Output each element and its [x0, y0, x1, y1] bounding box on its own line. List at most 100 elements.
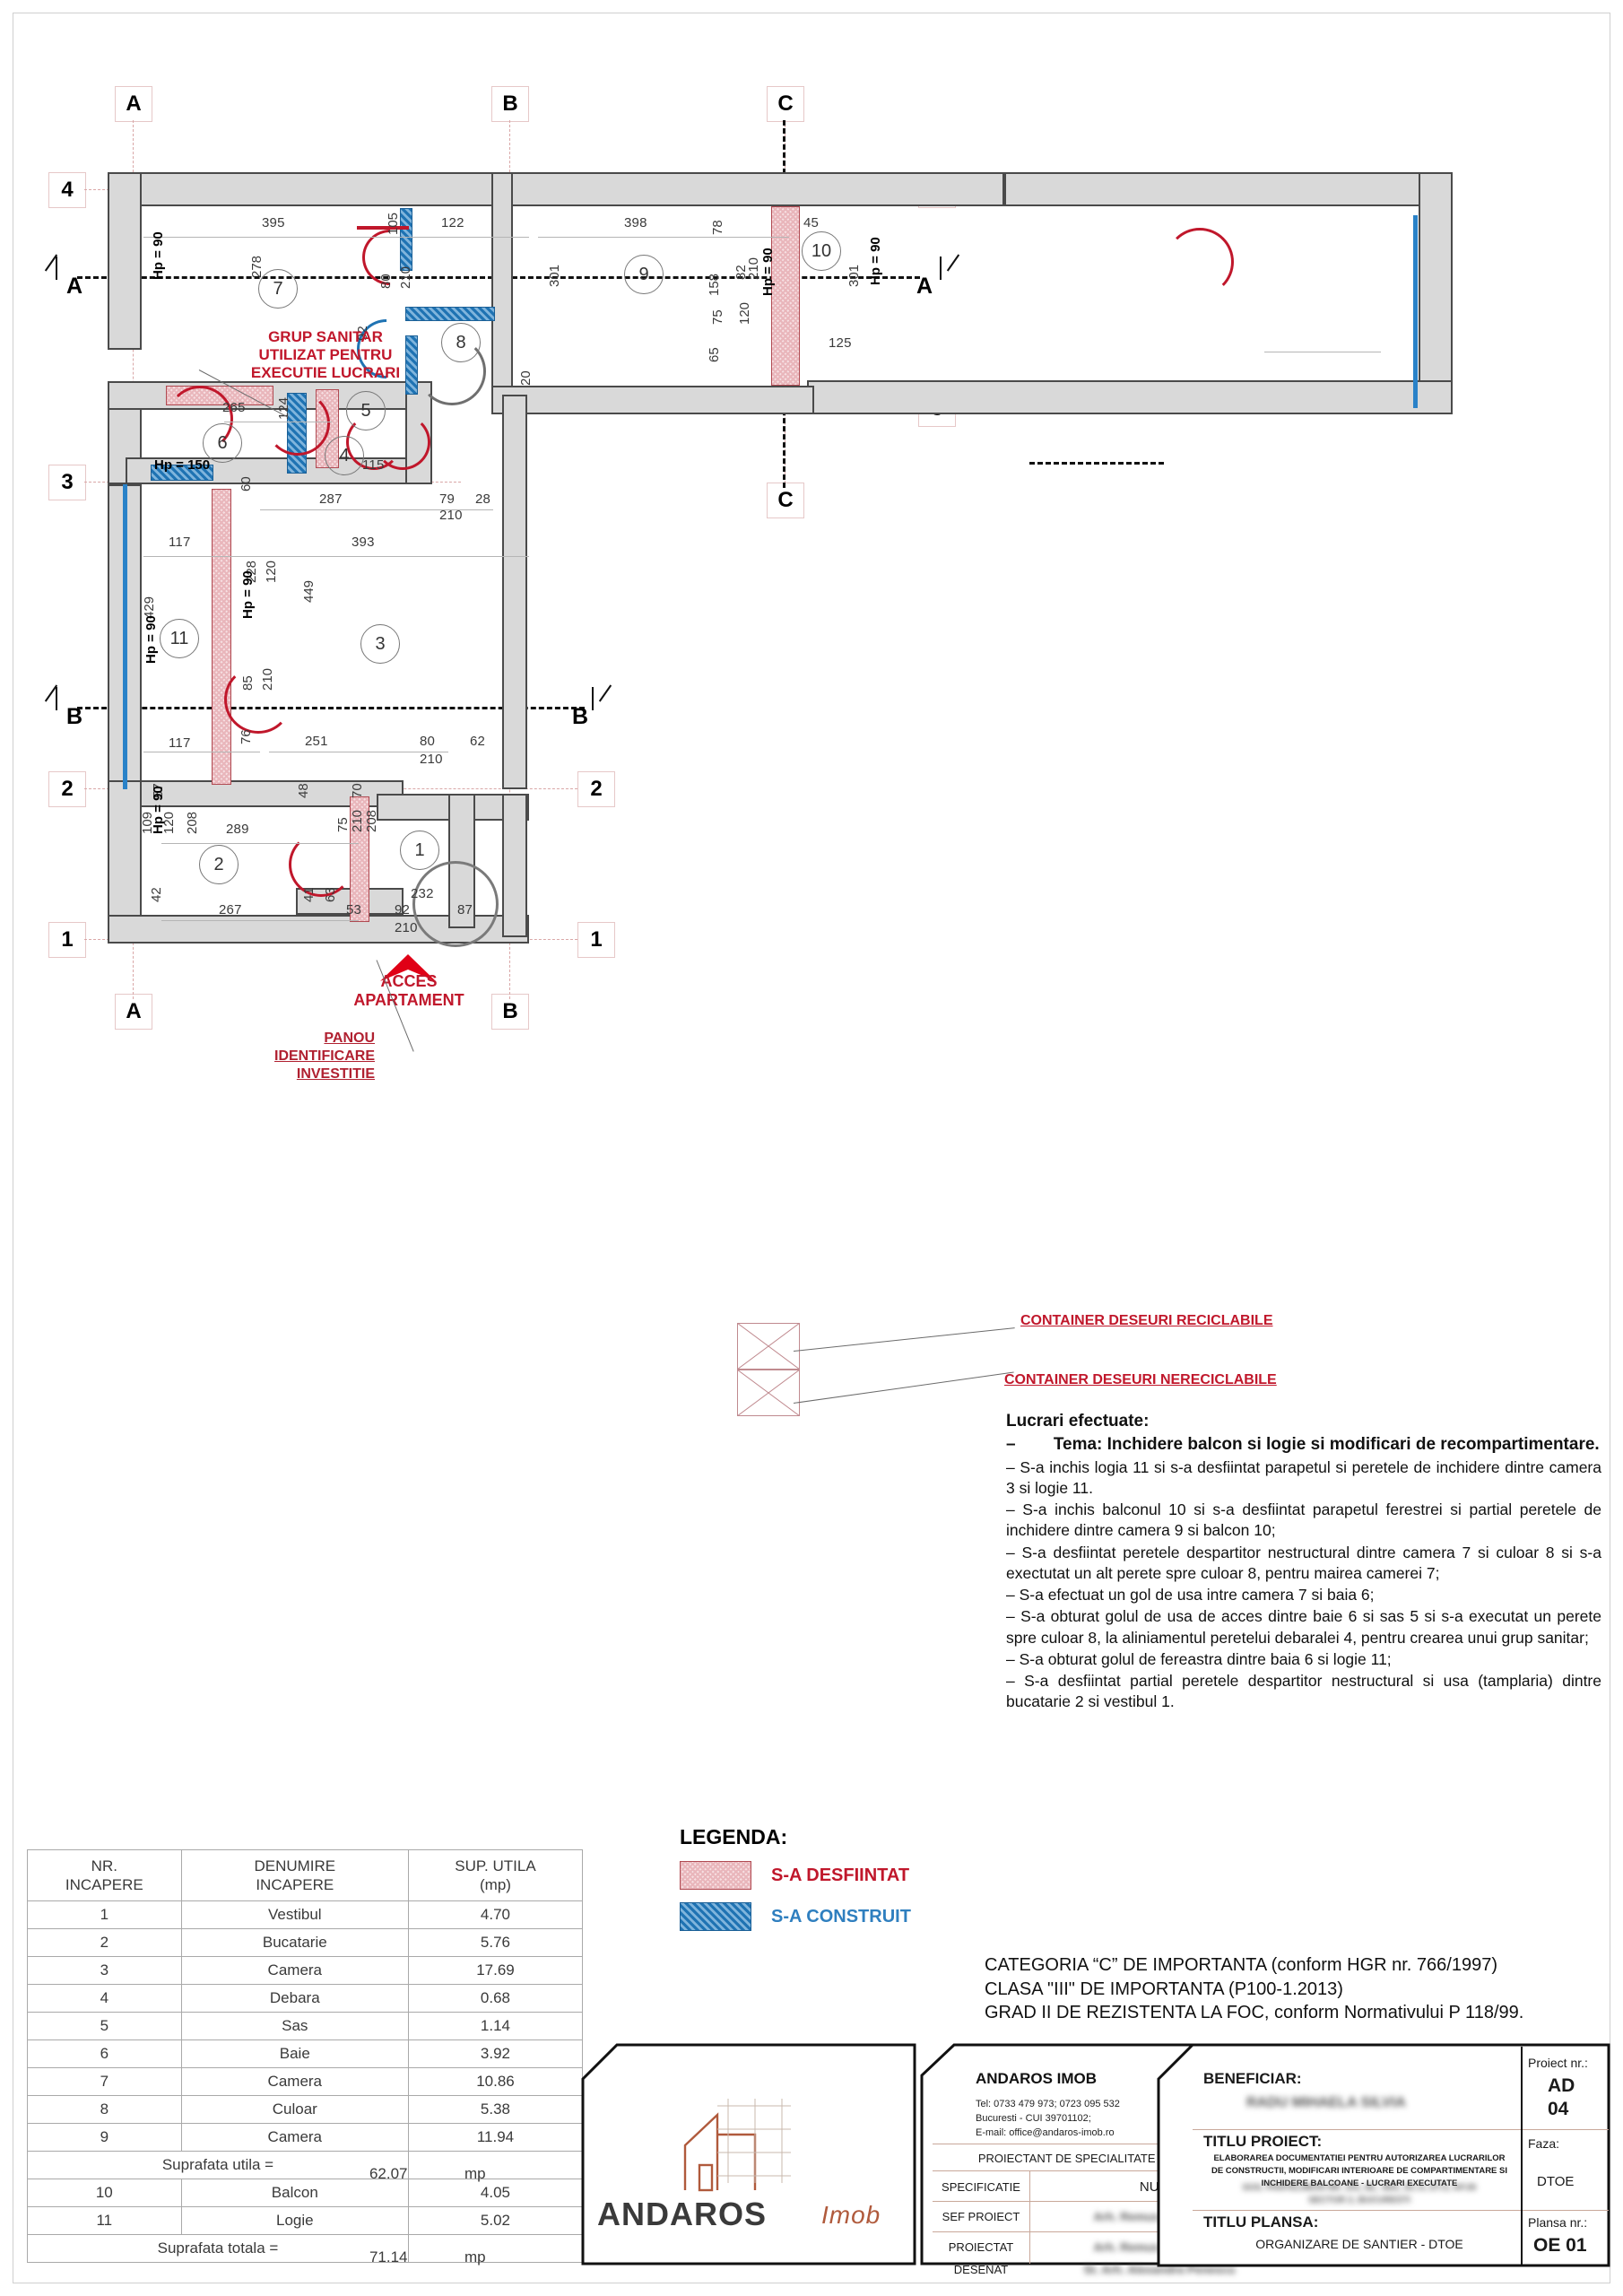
th-name-line2: INCAPERE — [256, 1876, 334, 1893]
grid-bubble-4-left: 4 — [48, 172, 86, 208]
total-unit: mp — [464, 2248, 486, 2266]
grid-bubble-2-right: 2 — [577, 771, 615, 807]
door-swing-sanitar — [265, 391, 330, 456]
dim-278: 278 — [249, 255, 265, 278]
dim-63: 63 — [323, 887, 338, 902]
glazing-balcony — [1413, 215, 1418, 408]
cell-nr: 3 — [27, 1956, 182, 1985]
label-container-nereciclabile: CONTAINER DESEURI NERECICLABILE — [1004, 1372, 1277, 1387]
room-bubble-3: 3 — [360, 624, 400, 664]
door-swing-balcony — [1166, 228, 1234, 296]
cell-nr: 4 — [27, 1984, 182, 2013]
dim-122: 122 — [441, 215, 464, 230]
legend-label-demolished: S-A DESFIINTAT — [771, 1865, 910, 1885]
th-nr-line2: INCAPERE — [65, 1876, 143, 1893]
table-total-row: Suprafata totala = 71.14 mp — [27, 2234, 584, 2266]
cell-name: Camera — [180, 1956, 409, 1985]
th-area-line1: SUP. UTILA — [455, 1857, 536, 1874]
proiect-nr-line1: AD — [1548, 2075, 1575, 2096]
dim-120c: 120 — [161, 811, 177, 834]
section-tick-B-left — [56, 687, 57, 710]
plansa-nr-label: Plansa nr.: — [1528, 2215, 1588, 2230]
dim-210g: 210 — [395, 920, 418, 935]
dim-75: 75 — [710, 309, 725, 325]
tbr-rule-2 — [1193, 2210, 1609, 2211]
th-area-line2: (mp) — [480, 1876, 511, 1893]
container-nereciclabile-icon — [737, 1370, 800, 1416]
notes-item-5: – S-a obturat golul de fereastra dintre … — [1006, 1649, 1392, 1668]
dim-28: 28 — [475, 491, 491, 507]
dim-265: 265 — [222, 400, 246, 415]
titlu-plansa-value: ORGANIZARE DE SANTIER - DTOE — [1255, 2237, 1463, 2251]
demolished-wall-logie — [212, 489, 231, 785]
dim-115: 115 — [362, 457, 385, 473]
notes-theme: – Tema: Inchidere balcon si logie si mod… — [1006, 1433, 1601, 1456]
dimline-top-398 — [538, 237, 789, 238]
titlu-proiect-addr1: SOS. PANTELIMON NR. 231, BL. 66A, SC.A, … — [1242, 2183, 1477, 2193]
dim-42: 42 — [149, 887, 164, 902]
classification-block: CATEGORIA “C” DE IMPORTANTA (conform HGR… — [985, 1953, 1612, 2025]
glazing-logie — [123, 484, 127, 789]
titlu-proiect-addr2: SECTOR 2, BUCURESTI — [1308, 2196, 1410, 2205]
dim-78: 78 — [710, 220, 725, 235]
total-label: Suprafata totala = — [27, 2234, 409, 2263]
built-wall-corridor — [405, 307, 495, 321]
titlu-plansa-label: TITLU PLANSA: — [1203, 2213, 1319, 2231]
room-bubble-2: 2 — [199, 845, 239, 884]
dim-289: 289 — [226, 822, 249, 837]
cell-area: 0.68 — [407, 1984, 584, 2013]
company-email: E-mail: office@andaros-imob.ro — [976, 2127, 1115, 2138]
dim-251: 251 — [305, 734, 328, 749]
callout-panou-line3: INVESTITIE — [296, 1066, 375, 1082]
tb-role-0: SEF PROIECT — [942, 2209, 1020, 2223]
cell-nr: 6 — [27, 2039, 182, 2068]
section-tick-A-left — [56, 257, 57, 280]
room-bubble-9: 9 — [624, 255, 664, 294]
demolished-wall-kitchen — [350, 796, 369, 922]
legend-swatch-built — [680, 1902, 751, 1931]
logo-wordmark: ANDAROS — [597, 2196, 768, 2232]
cell-nr: 10 — [27, 2179, 182, 2207]
dim-53: 53 — [346, 902, 362, 918]
notes-item-3: – S-a efectuat un gol de usa intre camer… — [1006, 1586, 1375, 1605]
dim-395: 395 — [262, 215, 285, 230]
hp-label-logie: Hp = 90 — [143, 615, 159, 664]
beneficiar-label: BENEFICIAR: — [1203, 2070, 1302, 2087]
wall-exterior-top-right — [1004, 172, 1453, 206]
dim-87: 87 — [457, 902, 473, 918]
dim-125: 125 — [829, 335, 852, 351]
subtotal-unit: mp — [464, 2165, 486, 2182]
dim-267: 267 — [219, 902, 242, 918]
dim-105: 105 — [386, 212, 401, 235]
cell-area: 5.38 — [407, 2095, 584, 2124]
grid-bubble-A-top: A — [115, 86, 152, 122]
faza-value: DTOE — [1537, 2174, 1575, 2189]
cell-area: 5.02 — [407, 2206, 584, 2235]
section-label-A-left: A — [66, 274, 83, 299]
grid-bubble-C-top: C — [767, 86, 804, 122]
tb-rule-3 — [933, 2201, 1379, 2202]
cell-nr: 7 — [27, 2067, 182, 2096]
callout-panou-line2: IDENTIFICARE — [274, 1048, 375, 1064]
door-swing-baie — [167, 386, 233, 452]
company-cui: Bucuresti - CUI 39701102; — [976, 2113, 1091, 2124]
dim-70: 70 — [350, 783, 365, 798]
th-nr: NR. INCAPERE — [27, 1849, 182, 1901]
cell-area: 1.14 — [407, 2012, 584, 2040]
proiect-nr-line2: 04 — [1548, 2099, 1569, 2119]
grid-bubble-B-bottom: B — [491, 994, 529, 1030]
tb-col-1 — [1029, 2170, 1030, 2264]
grid-bubble-C-bottom: C — [767, 483, 804, 518]
legend-item-construit: S-A CONSTRUIT — [680, 1902, 911, 1931]
andaros-logo-icon — [683, 2099, 791, 2192]
company-tel: Tel: 0733 479 973; 0723 095 532 — [976, 2099, 1120, 2109]
hp-label-room3: Hp = 90 — [240, 570, 256, 619]
dimline-289 — [161, 843, 359, 844]
table-subtotal-row: Suprafata utila = 62.07 mp — [27, 2151, 584, 2182]
th-area: SUP. UTILA (mp) — [407, 1849, 584, 1901]
tb-role-1: PROIECTAT — [948, 2239, 1014, 2254]
